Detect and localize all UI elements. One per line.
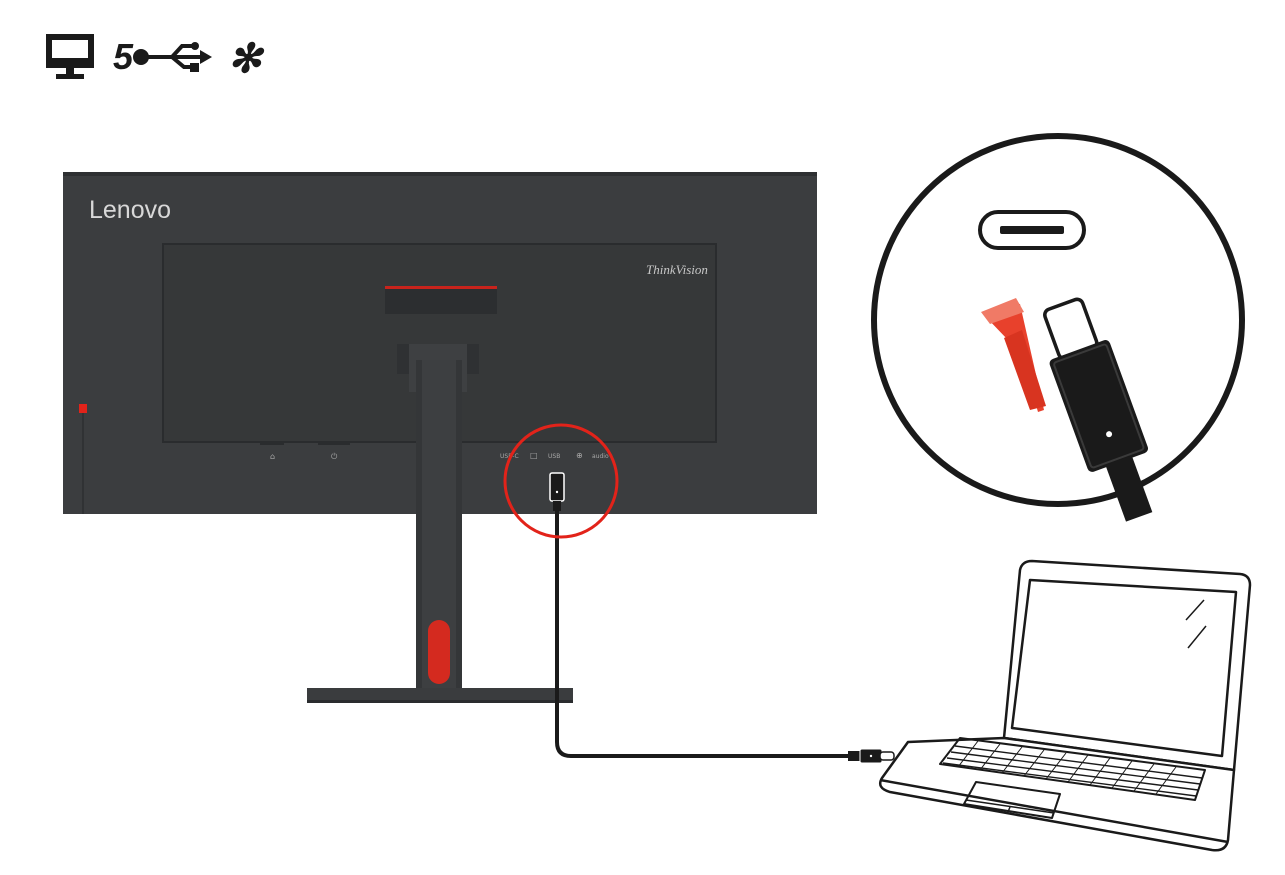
port-label-box: □ bbox=[530, 451, 538, 460]
step-number: 5 bbox=[113, 36, 134, 77]
laptop-icon bbox=[879, 559, 1252, 852]
monitor-icon bbox=[46, 34, 94, 79]
asterisk-symbol: ✻ bbox=[228, 37, 265, 81]
monitor-back bbox=[63, 172, 817, 514]
port-label-usb: USB bbox=[548, 453, 560, 460]
stand-cable-clip bbox=[428, 620, 450, 684]
usb-c-port-icon bbox=[978, 210, 1086, 250]
monitor-stand bbox=[307, 344, 573, 703]
thinkvision-logo: ThinkVision bbox=[646, 262, 708, 277]
port-label-audio: audio bbox=[592, 453, 609, 460]
insert-arrow-icon bbox=[981, 298, 1046, 412]
port-highlight-circle bbox=[503, 423, 619, 539]
usb-icon bbox=[133, 42, 212, 72]
lenovo-logo: Lenovo bbox=[89, 196, 171, 224]
red-accent-light bbox=[79, 404, 87, 413]
port-label-globe: ⊕ bbox=[576, 451, 583, 460]
port-label-home: ⌂ bbox=[270, 452, 275, 461]
usb-c-cable bbox=[549, 472, 895, 764]
port-label-power: ⏻ bbox=[331, 452, 338, 461]
usb-c-plug-icon bbox=[1043, 297, 1153, 522]
zoom-callout bbox=[871, 133, 1245, 522]
